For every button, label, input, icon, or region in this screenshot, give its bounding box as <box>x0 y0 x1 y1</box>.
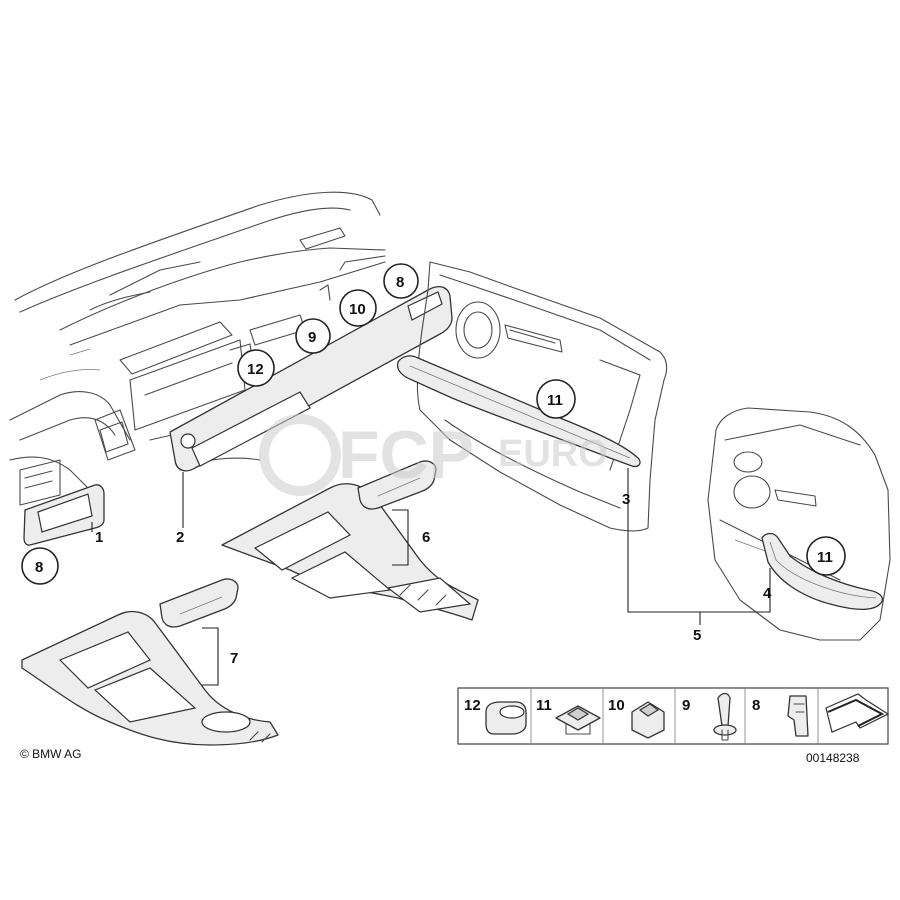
callout-5: 5 <box>693 627 701 644</box>
part-1-small-trim <box>23 484 105 546</box>
part-6-cover <box>357 460 437 510</box>
clip-11-icon <box>555 705 601 735</box>
legend-item-9: 9 <box>682 697 690 714</box>
callout-8-left: 8 <box>35 559 43 576</box>
part-4-rear-door-trim <box>761 532 883 610</box>
callout-8-left-circle <box>21 547 59 585</box>
pin-9-icon <box>713 692 737 741</box>
clip-12-icon <box>485 701 527 735</box>
part-3-front-door-trim <box>396 355 641 468</box>
callout-12-circle <box>237 349 275 387</box>
watermark-sub: EURO <box>498 433 608 475</box>
part-7-cover <box>159 578 239 628</box>
callout-11-front-circle <box>536 379 576 419</box>
callout-9: 9 <box>308 329 316 346</box>
legend-item-12: 12 <box>464 697 481 714</box>
callout-6: 6 <box>422 529 430 546</box>
callout-10: 10 <box>349 301 366 318</box>
part-7-console-trim <box>21 610 279 746</box>
callout-10-circle <box>339 289 377 327</box>
callout-8-top-circle <box>383 263 419 299</box>
watermark: FCP EURO <box>259 414 608 496</box>
callouts: 1 2 3 4 5 6 7 8 8 9 10 12 11 11 <box>21 263 846 667</box>
callout-11-rear-circle <box>806 536 846 576</box>
callout-11-front: 11 <box>547 392 563 409</box>
callout-11-rear: 11 <box>817 549 833 566</box>
callout-9-circle <box>295 318 331 354</box>
clip-8-icon <box>787 695 809 737</box>
callout-3: 3 <box>622 491 630 508</box>
leader-lines <box>91 468 771 686</box>
callout-12: 12 <box>247 361 264 378</box>
callout-4: 4 <box>763 585 772 602</box>
watermark-brand: FCP <box>338 417 474 493</box>
legend-item-8: 8 <box>752 697 760 714</box>
callout-2: 2 <box>176 529 184 546</box>
legend-item-10: 10 <box>608 697 625 714</box>
callout-1: 1 <box>95 529 103 546</box>
part-2-dash-trim <box>169 285 453 472</box>
callout-7: 7 <box>230 650 238 667</box>
copyright-text: © BMW AG <box>20 747 82 761</box>
direction-arrow-icon <box>825 693 890 733</box>
clip-10-icon <box>631 701 665 739</box>
diagram-id: 00148238 <box>806 751 860 765</box>
legend-strip: 12 11 10 9 8 <box>457 687 890 745</box>
legend-item-11: 11 <box>536 697 552 714</box>
callout-8-top: 8 <box>396 274 404 291</box>
part-6-console-trim <box>221 483 479 621</box>
